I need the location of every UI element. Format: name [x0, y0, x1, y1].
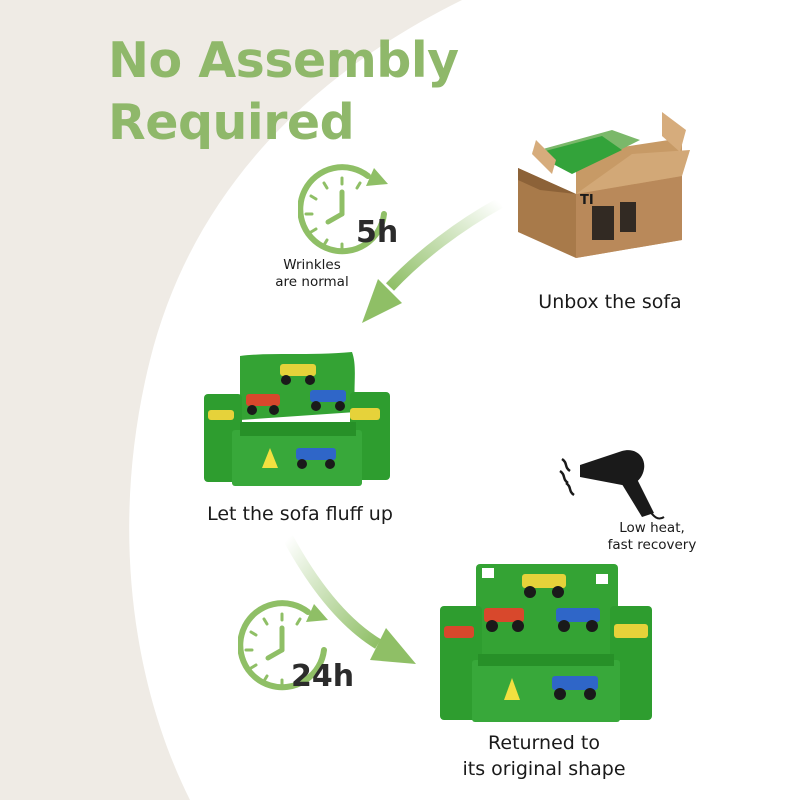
step-unbox-label: Unbox the sofa: [538, 291, 682, 313]
headline: No Assembly Required: [108, 30, 459, 154]
wrinkles-note-line1: Wrinkles: [283, 257, 341, 273]
step-restored-line1: Returned to: [488, 732, 600, 754]
hair-dryer-note: Low heat, fast recovery: [592, 520, 712, 554]
step-fluff-label: Let the sofa fluff up: [207, 503, 393, 525]
hair-dryer-note-line2: fast recovery: [607, 537, 697, 553]
clock-5h-icon: [298, 164, 388, 255]
timer-24h-label: 24h: [291, 659, 355, 694]
headline-line2: Required: [108, 94, 355, 151]
clock-24h-icon: [238, 600, 328, 691]
cardboard-box-icon: TI: [518, 112, 690, 258]
svg-text:TI: TI: [580, 193, 594, 208]
truck-print: [444, 568, 648, 700]
timer-5h-label: 5h: [356, 215, 399, 250]
arrow-fluff-to-restored-icon: [283, 535, 416, 664]
arrow-unbox-to-sofa-icon: [362, 198, 503, 323]
step-restored-caption: Returned to its original shape: [444, 730, 644, 782]
hair-dryer-note-line1: Low heat,: [619, 520, 685, 536]
truck-print: [208, 364, 380, 469]
wrinkles-note-line2: are normal: [275, 274, 349, 290]
wrinkles-note: Wrinkles are normal: [262, 257, 362, 291]
headline-line1: No Assembly: [108, 32, 459, 89]
sofa-restored-image: [440, 564, 652, 722]
step-restored-line2: its original shape: [462, 758, 626, 780]
sofa-compressed-image: [204, 352, 390, 486]
hair-dryer-icon: [559, 450, 665, 520]
